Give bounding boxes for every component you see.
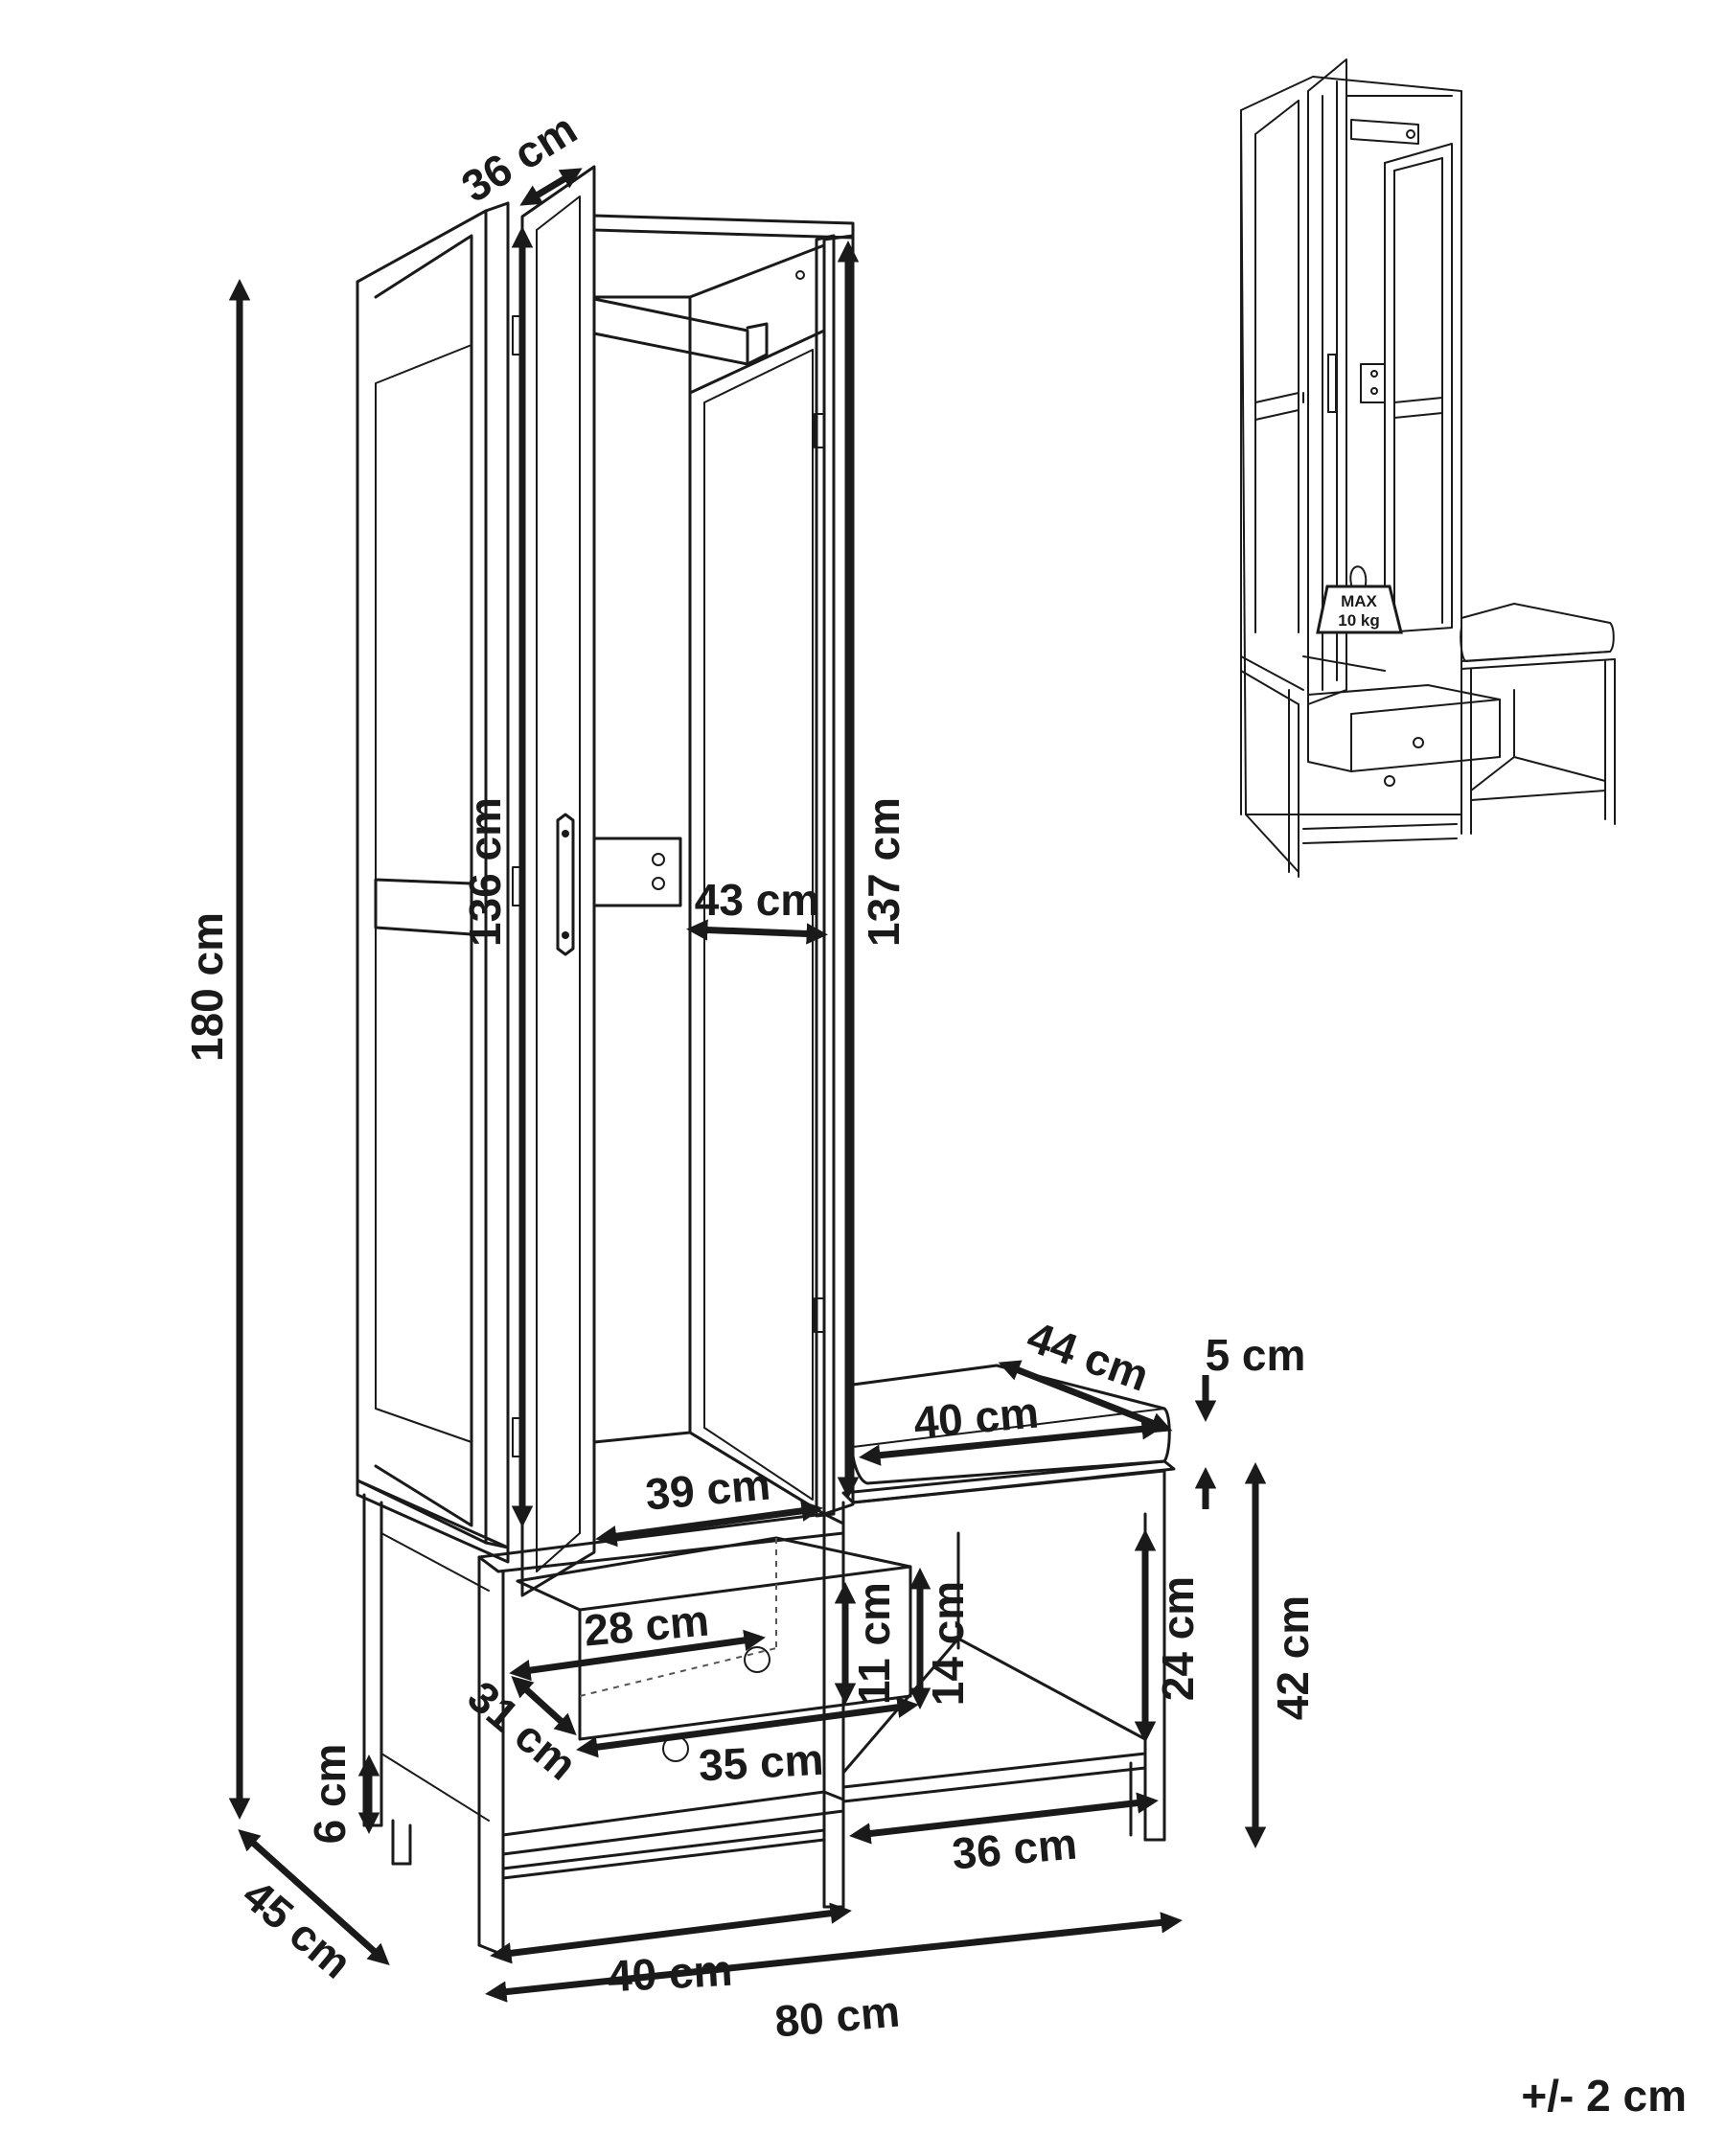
cushion-thickness-label: 5 cm — [1206, 1330, 1306, 1380]
total-height-label: 180 cm — [182, 912, 232, 1062]
drawer-inner-height-label: 11 cm — [849, 1582, 899, 1705]
thumbnail-perspective-view: MAX 10 kg — [1240, 58, 1616, 878]
bench-height-label: 42 cm — [1268, 1595, 1318, 1720]
max-weight-line1: MAX — [1341, 592, 1377, 610]
door-depth-label: 36 cm — [452, 103, 585, 212]
shelf-height-label: 24 cm — [1153, 1576, 1203, 1701]
leg-height-label: 6 cm — [305, 1744, 355, 1845]
right-door — [520, 165, 596, 1597]
door-height-label: 136 cm — [460, 797, 510, 947]
max-weight-line2: 10 kg — [1338, 611, 1379, 630]
seat-depth-label: 44 cm — [1021, 1311, 1155, 1400]
cabinet-width-label: 40 cm — [607, 1945, 734, 2002]
cabinet-body — [592, 214, 855, 1518]
left-base-frame — [356, 1479, 510, 1866]
interior-height-label: 137 cm — [859, 797, 908, 947]
shelf-width-label: 36 cm — [950, 1818, 1078, 1878]
dimension-arrows — [228, 168, 1267, 2003]
drawer-outer-height-label: 14 cm — [923, 1581, 973, 1706]
drawer-front-width-label: 35 cm — [698, 1734, 825, 1791]
max-weight-tag: MAX 10 kg — [1316, 565, 1403, 634]
total-width-label: 80 cm — [772, 1985, 901, 2046]
total-depth-label: 45 cm — [234, 1869, 361, 1988]
dimension-labels: 180 cm 36 cm 136 cm 137 cm 43 cm 44 cm 5… — [182, 103, 1318, 2047]
interior-width-label: 39 cm — [643, 1458, 771, 1519]
tolerance-note: +/- 2 cm — [1521, 2071, 1687, 2121]
drawer-width-label: 28 cm — [582, 1594, 710, 1655]
left-door — [356, 201, 521, 1549]
rail-width-label: 43 cm — [695, 875, 819, 925]
seat-width-label: 40 cm — [911, 1387, 1040, 1447]
